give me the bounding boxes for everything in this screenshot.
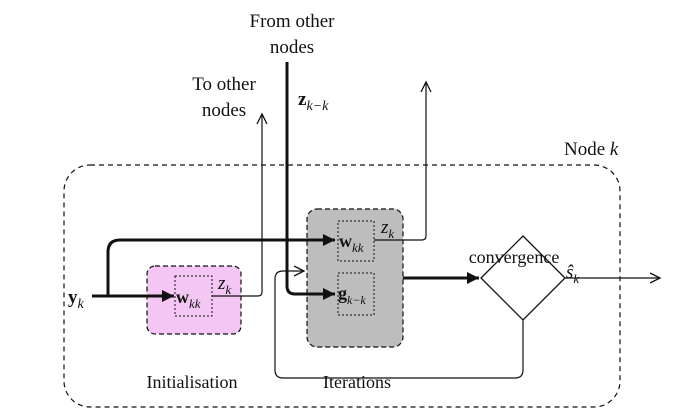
node-text: Node <box>564 139 605 160</box>
w-kk-init-label: wkk <box>176 287 201 311</box>
y-bold-symbol: y <box>68 287 78 308</box>
y-subscript: k <box>78 297 85 312</box>
s-subscript: k <box>573 271 579 286</box>
g-subblock <box>337 272 375 316</box>
z-symbol-init: z <box>217 273 226 294</box>
initialisation-label: Initialisation <box>147 372 238 392</box>
g-subscript: k−k <box>347 293 366 307</box>
w-bold-symbol-init: w <box>176 287 189 307</box>
node-k-label: Node k <box>564 139 619 160</box>
w-kk-iter-subblock <box>337 220 375 262</box>
g-bold-symbol: g <box>338 283 347 303</box>
z-sub-iter: k <box>388 226 394 241</box>
from-other-nodes-label-1: From other <box>250 11 336 32</box>
s-hat-k-label: ŝk <box>566 262 579 286</box>
z-subscript: k−k <box>306 99 329 114</box>
node-k-symbol: k <box>610 139 619 160</box>
z-k-minus-k-label: zk−k <box>298 89 329 114</box>
w-subscript-init: kk <box>189 296 201 311</box>
feedback-loop-arrow <box>274 271 524 379</box>
to-other-nodes-label-2: nodes <box>202 100 246 121</box>
from-other-nodes-arrow <box>285 62 335 300</box>
yk-to-iterations-arrow <box>106 234 335 296</box>
z-sub-init: k <box>225 282 231 297</box>
g-k-minus-k-label: gk−k <box>338 283 366 307</box>
init-to-other-nodes-arrow <box>212 114 262 297</box>
from-other-nodes-label-2: nodes <box>270 37 314 58</box>
convergence-label: convergence <box>469 247 560 267</box>
z-k-iter-label: zk <box>380 217 394 241</box>
z-k-init-label: zk <box>217 273 231 297</box>
s-hat-symbol: ŝ <box>566 262 574 283</box>
w-subscript-iter: kk <box>352 240 364 255</box>
w-kk-iter-label: wkk <box>339 231 364 255</box>
iterations-label: Iterations <box>323 372 391 392</box>
to-other-nodes-label-1: To other <box>192 74 256 95</box>
node-boundary <box>63 164 621 408</box>
initialisation-block <box>146 265 242 335</box>
y-k-label: yk <box>68 287 85 312</box>
w-bold-symbol-iter: w <box>339 231 352 251</box>
z-symbol-iter: z <box>380 217 389 238</box>
iter-to-other-nodes-arrow <box>374 82 426 241</box>
z-bold-symbol: z <box>298 89 307 110</box>
